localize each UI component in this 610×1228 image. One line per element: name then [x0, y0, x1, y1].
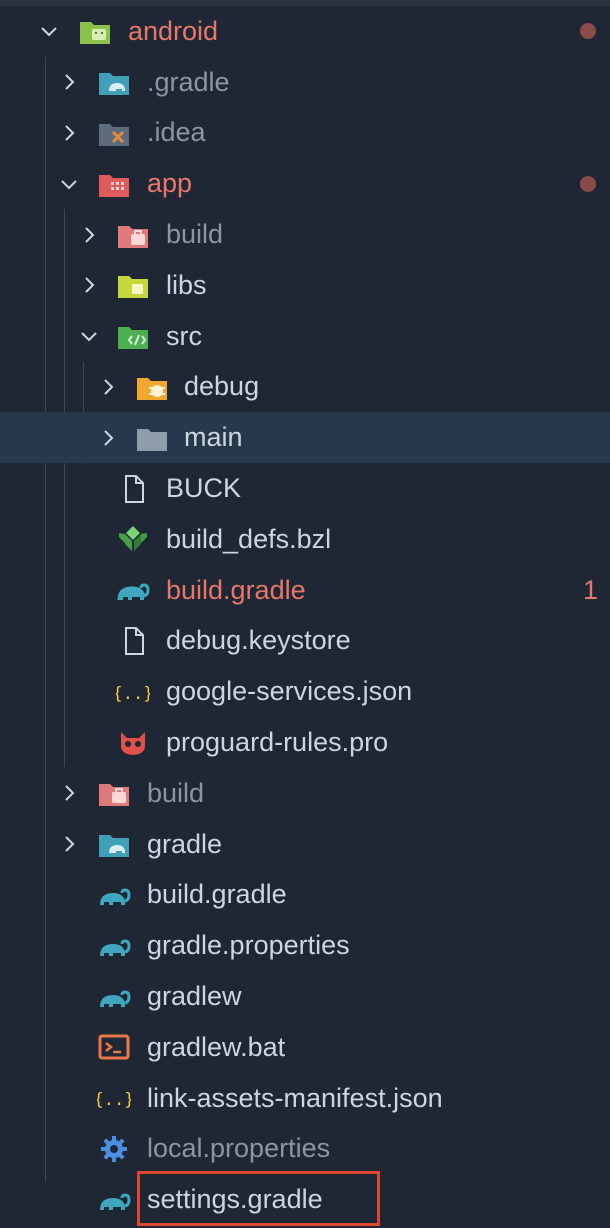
build-folder-icon: [116, 220, 150, 250]
tree-item-debug-keystore[interactable]: debug.keystore: [0, 616, 610, 667]
tree-item-label: BUCK: [166, 473, 242, 504]
modified-dot: [580, 23, 596, 40]
chevron-right-icon[interactable]: [58, 71, 80, 93]
problem-count-badge: 1: [582, 574, 598, 605]
tree-item-app[interactable]: app: [0, 158, 610, 209]
json-icon: {..}: [97, 1083, 131, 1113]
tree-item-label: libs: [166, 269, 207, 300]
tree-item-label: build: [147, 777, 205, 808]
file-explorer-tree: android .gradle .idea app build libs src: [0, 6, 610, 1225]
tree-item-local-properties[interactable]: local.properties: [0, 1124, 610, 1175]
tree-item-buck[interactable]: BUCK: [0, 463, 610, 514]
file-icon: [116, 474, 150, 504]
gradle-icon: [97, 880, 131, 910]
tree-item-label: build_defs.bzl: [166, 523, 332, 554]
tree-item-gradle-properties[interactable]: gradle.properties: [0, 920, 610, 971]
tree-item-label: main: [184, 422, 243, 453]
build-folder-icon: [97, 778, 131, 808]
tree-item-label: android: [128, 15, 219, 46]
gradle-icon: [97, 931, 131, 961]
tree-item-label: .gradle: [147, 66, 230, 97]
tree-item-gradlew-bat[interactable]: gradlew.bat: [0, 1022, 610, 1073]
tree-item-label: gradle.properties: [147, 930, 350, 961]
svg-text:{..}: {..}: [116, 684, 150, 704]
libs-folder-icon: [116, 270, 150, 300]
tree-item-label: build: [166, 219, 224, 250]
tree-item-gradle-folder[interactable]: gradle: [0, 819, 610, 870]
indent-guide: [64, 209, 65, 767]
idea-folder-icon: [97, 118, 131, 148]
gradle-icon: [97, 1185, 131, 1215]
debug-folder-icon: [135, 372, 169, 402]
tree-item-build[interactable]: build: [0, 209, 610, 260]
folder-icon: [135, 423, 169, 453]
tree-item-label: debug.keystore: [166, 625, 351, 656]
tree-item-label: google-services.json: [166, 676, 413, 707]
tree-item-label: build.gradle: [147, 879, 287, 910]
chevron-down-icon[interactable]: [78, 325, 100, 347]
chevron-right-icon[interactable]: [97, 376, 119, 398]
proguard-icon: [116, 728, 150, 758]
tree-item-label: build.gradle: [166, 574, 306, 605]
top-border: [0, 0, 610, 6]
chevron-right-icon[interactable]: [78, 274, 100, 296]
tree-item-idea[interactable]: .idea: [0, 108, 610, 159]
tree-item-settings-gradle[interactable]: settings.gradle: [0, 1174, 610, 1225]
tree-item-main[interactable]: main: [0, 412, 610, 464]
tree-item-label: link-assets-manifest.json: [147, 1082, 443, 1113]
chevron-right-icon[interactable]: [58, 782, 80, 804]
indent-guide: [45, 57, 46, 1182]
tree-item-dot-gradle[interactable]: .gradle: [0, 57, 610, 108]
svg-text:{..}: {..}: [97, 1090, 131, 1110]
chevron-down-icon[interactable]: [38, 20, 60, 42]
modified-dot: [580, 175, 596, 192]
tree-item-debug[interactable]: debug: [0, 362, 610, 413]
tree-item-build-defs[interactable]: build_defs.bzl: [0, 514, 610, 565]
tree-item-proguard-rules[interactable]: proguard-rules.pro: [0, 717, 610, 768]
tree-item-label: src: [166, 320, 202, 351]
chevron-right-icon[interactable]: [58, 833, 80, 855]
gradle-icon: [97, 982, 131, 1012]
tree-item-label: local.properties: [147, 1133, 331, 1164]
tree-item-label: gradle: [147, 828, 223, 859]
chevron-right-icon[interactable]: [97, 427, 119, 449]
tree-item-label: debug: [184, 371, 260, 402]
tree-item-root-build-gradle[interactable]: build.gradle: [0, 870, 610, 921]
tree-item-link-assets-manifest[interactable]: {..} link-assets-manifest.json: [0, 1073, 610, 1124]
tree-item-libs[interactable]: libs: [0, 260, 610, 311]
bazel-icon: [116, 524, 150, 554]
terminal-icon: [97, 1032, 131, 1062]
tree-item-label: .idea: [147, 117, 206, 148]
gradle-folder-icon: [97, 67, 131, 97]
tree-item-src[interactable]: src: [0, 311, 610, 362]
gradle-icon: [116, 575, 150, 605]
tree-item-google-services[interactable]: {..} google-services.json: [0, 666, 610, 717]
json-icon: {..}: [116, 677, 150, 707]
tree-item-label: gradlew.bat: [147, 1031, 286, 1062]
tree-item-label: proguard-rules.pro: [166, 727, 389, 758]
file-icon: [116, 626, 150, 656]
gear-icon: [97, 1134, 131, 1164]
highlight-box: [137, 1171, 380, 1226]
gradle-folder-icon: [97, 829, 131, 859]
src-folder-icon: [116, 321, 150, 351]
android-folder-icon: [78, 16, 112, 46]
tree-item-label: app: [147, 168, 193, 199]
tree-item-app-build-gradle[interactable]: build.gradle 1: [0, 565, 610, 616]
tree-item-root-build[interactable]: build: [0, 768, 610, 819]
tree-item-label: gradlew: [147, 981, 242, 1012]
tree-item-android[interactable]: android: [0, 6, 610, 57]
chevron-down-icon[interactable]: [58, 173, 80, 195]
tree-item-gradlew[interactable]: gradlew: [0, 971, 610, 1022]
app-folder-icon: [97, 169, 131, 199]
chevron-right-icon[interactable]: [58, 122, 80, 144]
tree-item-label: settings.gradle: [147, 1184, 323, 1215]
chevron-right-icon[interactable]: [78, 224, 100, 246]
